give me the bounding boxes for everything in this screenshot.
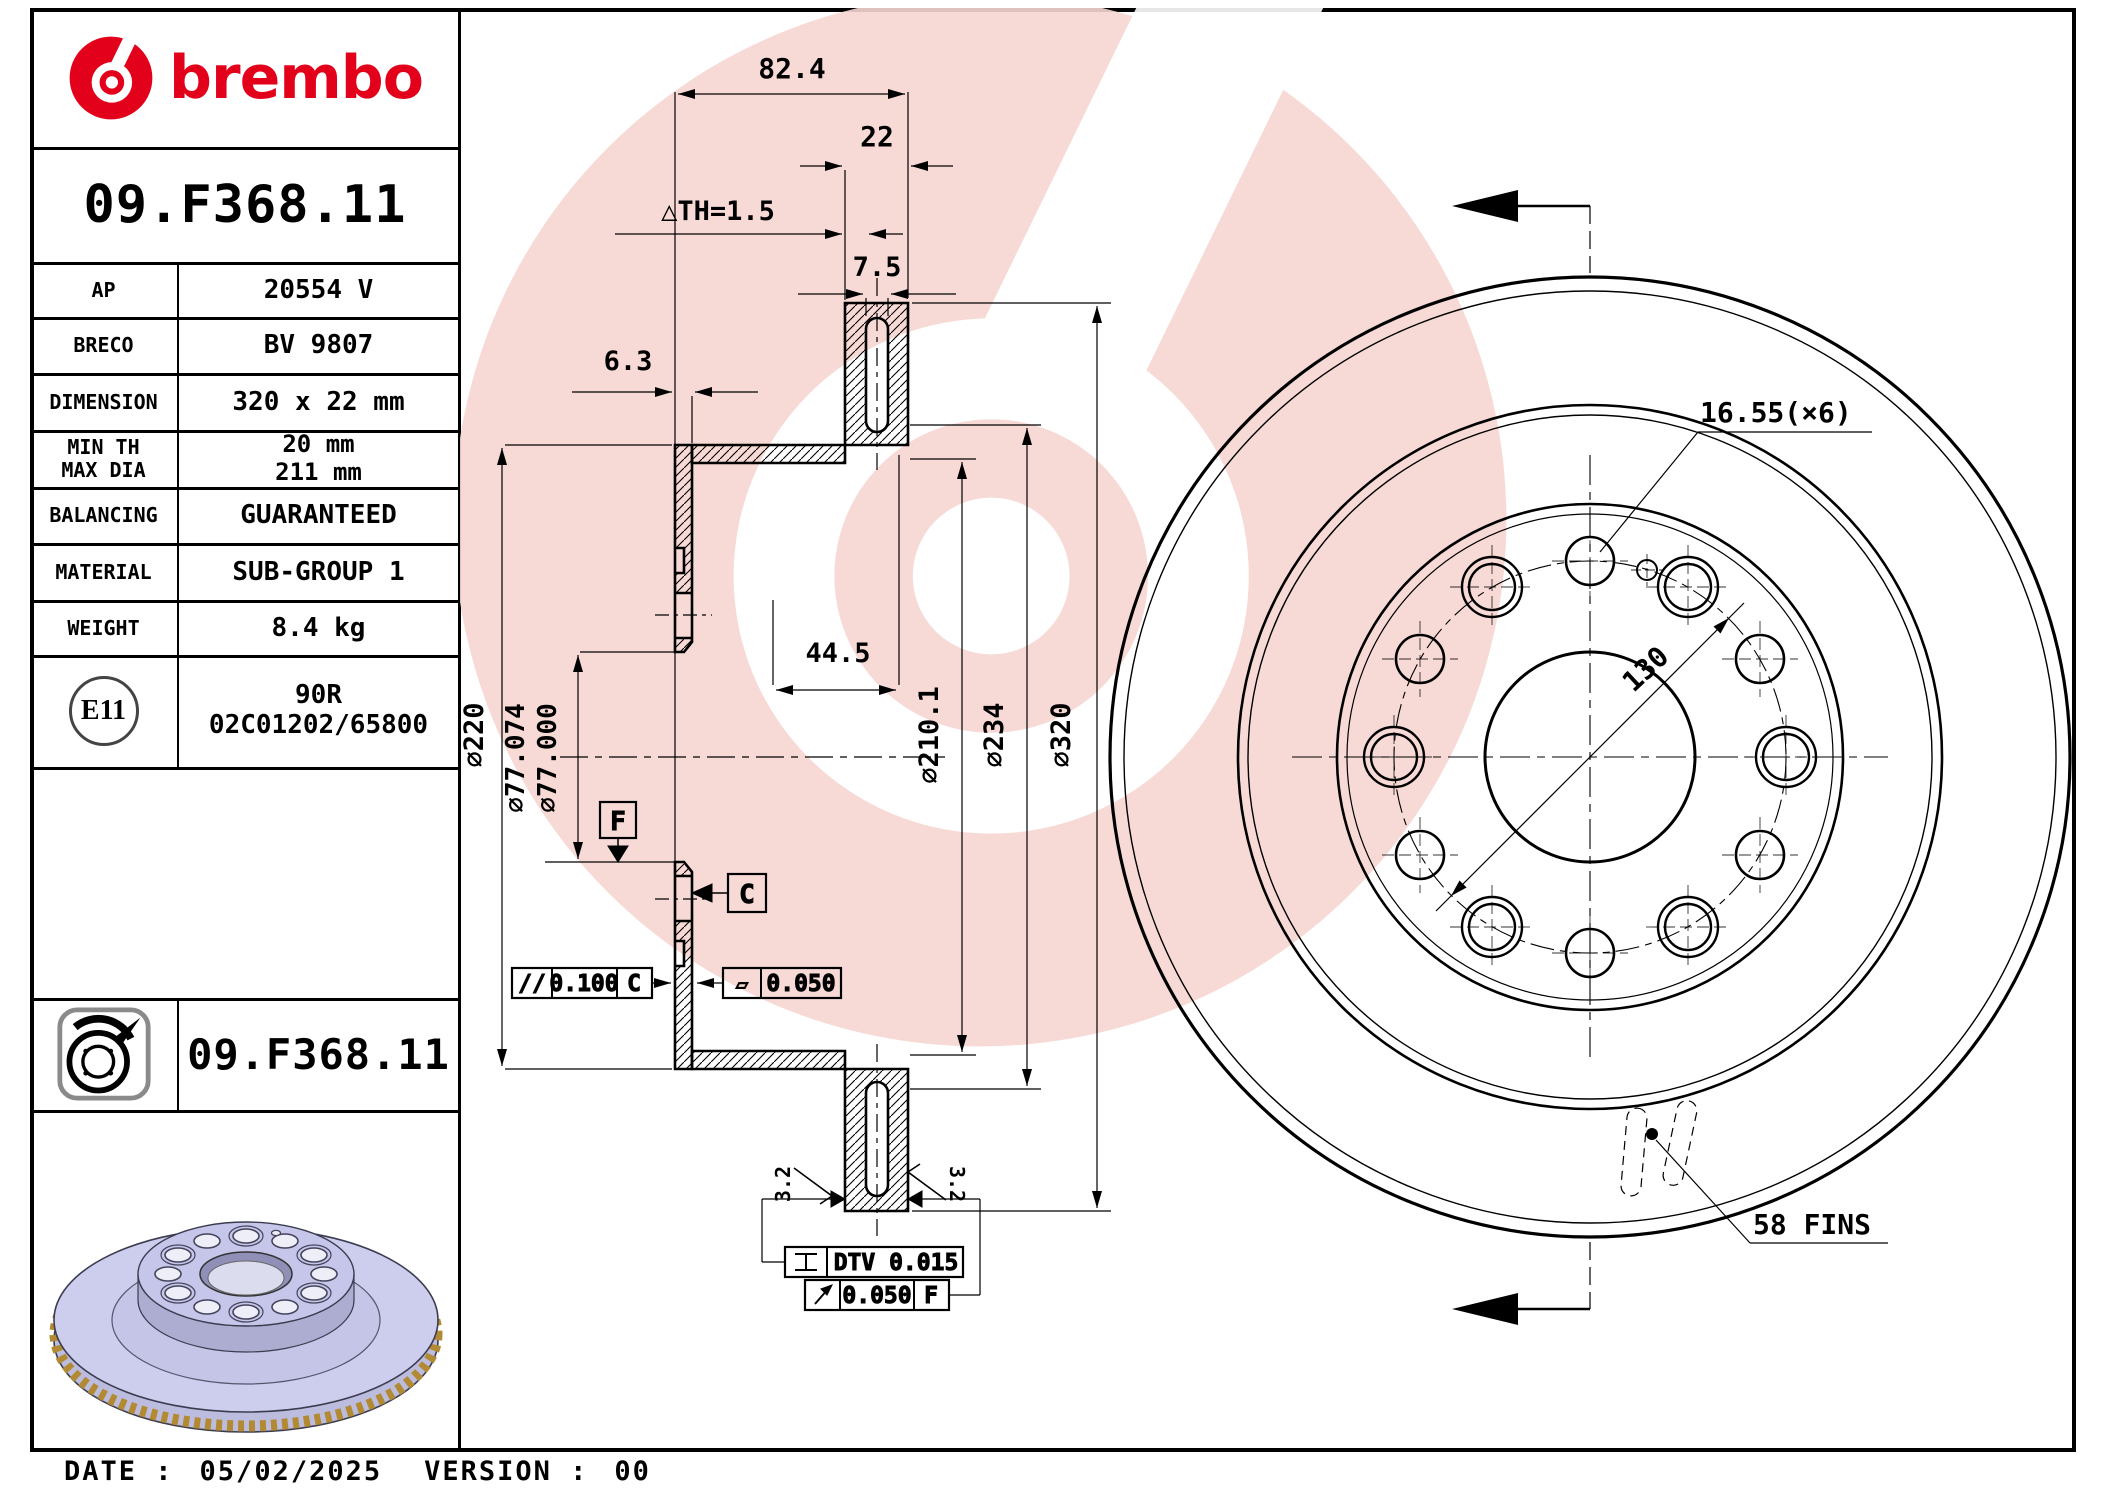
dia-320: ⌀320 (1046, 702, 1077, 767)
part-number-text: 09.F368.11 (83, 174, 407, 235)
approval-line2: 02C01202/65800 (208, 710, 429, 740)
svg-text://: // (518, 971, 546, 997)
approval-badge: E11 (30, 655, 177, 767)
dim-7-5: 7.5 (853, 252, 902, 283)
svg-text:3.2: 3.2 (945, 1166, 969, 1202)
friction-ring-top (843, 301, 910, 447)
hole-centermarks (1352, 523, 1828, 991)
dim-6-3: 6.3 (604, 346, 653, 377)
dim-44-5: 44.5 (805, 638, 870, 669)
row-value-minth-maxdia: 20 mm 211 mm (275, 429, 362, 486)
roughness-left: 3.2 (771, 1166, 834, 1205)
title-block-divider (458, 8, 461, 1452)
row-label-weight: WEIGHT (67, 615, 140, 640)
row-label-dimension: DIMENSION (49, 389, 158, 414)
approval-line1: 90R (295, 680, 342, 711)
technical-drawing: 82.4 22 △TH=1.5 7.5 6.3 44.5 ⌀220 ⌀77.07… (460, 8, 2072, 1325)
datum-f-label: F (610, 807, 626, 837)
roughness-right: 3.2 (906, 1163, 969, 1202)
dtv-value: DTV 0.015 (834, 1250, 959, 1276)
svg-text:3.2: 3.2 (771, 1166, 795, 1202)
dim-82-4: 82.4 (758, 52, 825, 85)
version-value: 00 (614, 1456, 651, 1487)
svg-text:▱: ▱ (736, 972, 749, 996)
row-value-ap: 20554 V (263, 274, 374, 305)
e11-badge: E11 (68, 676, 139, 746)
row-label-minth-maxdia: MIN TH MAX DIA (61, 434, 146, 482)
footer-part-number-text: 09.F368.11 (187, 1029, 450, 1079)
dia-234: ⌀234 (979, 702, 1010, 767)
row-label-balancing: BALANCING (49, 503, 158, 527)
friction-ring-bottom (843, 1067, 910, 1213)
row-value-material: SUB-GROUP 1 (232, 556, 405, 587)
hat-wall-bottom (690, 1049, 847, 1071)
date-version-bar: DATE : 05/02/2025 VERSION : 00 (64, 1456, 651, 1487)
dtv-runout-frames: DTV 0.015 0.050 F (761, 1190, 981, 1312)
dim-130: 130 (1616, 640, 1675, 699)
runout-value: 0.050 (842, 1283, 911, 1309)
runout-ref: F (924, 1283, 938, 1309)
dia-77-000: ⌀77.000 (533, 703, 563, 813)
svg-text:C: C (627, 971, 641, 997)
brembo-watermark (460, 8, 1507, 1047)
svg-text:0.100: 0.100 (549, 971, 618, 997)
dia-77-074: ⌀77.074 (501, 703, 531, 813)
row-label-material: MATERIAL (55, 559, 152, 584)
version-label: VERSION : (424, 1456, 589, 1487)
section-arrow-top (1452, 190, 1591, 273)
brand-header: brembo (30, 8, 460, 147)
label-column-divider (177, 262, 179, 767)
datum-c: C (690, 872, 768, 914)
date-value: 05/02/2025 (199, 1456, 383, 1487)
hat-wall-top (690, 443, 847, 465)
parallelism-tolerance-frame: // 0.100 C (510, 966, 671, 1000)
section-arrow-bottom (1452, 1242, 1591, 1325)
dia-220: ⌀220 (460, 702, 490, 767)
fins-callout: 58 FINS (1620, 1100, 1888, 1244)
svg-text:0.050: 0.050 (766, 971, 835, 997)
date-label: DATE : (64, 1456, 174, 1487)
row-value-balancing: GUARANTEED (240, 500, 397, 530)
brake-disc-icon (56, 1007, 151, 1101)
row-label-ap: AP (91, 277, 116, 302)
bolt-hole-callout: 16.55(×6) (1599, 396, 1872, 553)
svg-text:16.55(×6): 16.55(×6) (1700, 396, 1852, 429)
disc-3d-render (49, 1221, 443, 1433)
row-value-dimension: 320 x 22 mm (232, 386, 405, 417)
datum-f: F (545, 800, 674, 863)
datum-c-label: C (739, 880, 755, 910)
approval-codes: 90R 02C01202/65800 (177, 655, 460, 767)
dim-th: △TH=1.5 (661, 196, 775, 227)
dia-210-1: ⌀210.1 (914, 686, 945, 784)
row-value-breco: BV 9807 (263, 330, 374, 360)
fins-label: 58 FINS (1753, 1208, 1871, 1241)
row-label-breco: BRECO (73, 333, 134, 357)
brand-wordmark: brembo (169, 42, 424, 113)
part-number: 09.F368.11 (30, 147, 460, 262)
brembo-logo-icon (69, 33, 153, 119)
dim-22: 22 (860, 120, 894, 153)
disc-icon-cell (30, 998, 177, 1110)
cross-section-view: 82.4 22 △TH=1.5 7.5 6.3 44.5 ⌀220 ⌀77.07… (460, 52, 1111, 1312)
footer-part-number: 09.F368.11 (177, 998, 460, 1110)
row-value-weight: 8.4 kg (271, 612, 366, 643)
flatness-tolerance-frame: ▱ 0.050 (697, 966, 843, 1000)
icon-column-divider (177, 998, 179, 1110)
